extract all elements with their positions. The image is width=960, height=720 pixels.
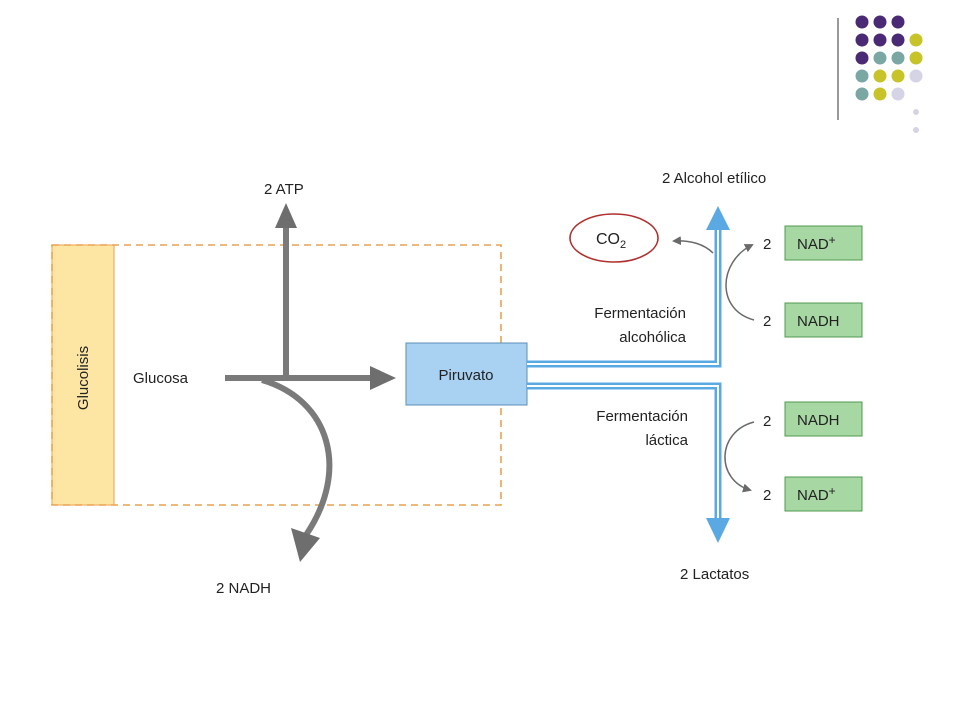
lactatos-arrowhead: [706, 518, 730, 543]
glucose-to-piruvato-arrowhead: [370, 366, 396, 390]
decorative-dot: [873, 87, 887, 101]
alcoholic-fermentation-label-line1: Fermentación: [594, 305, 686, 322]
decorative-dot: [855, 33, 869, 47]
lactic-nadh-label: NADH: [797, 412, 840, 429]
alcoholic-nadh-box: [784, 302, 863, 338]
decorative-dot: [855, 69, 869, 83]
piruvato-label: Piruvato: [438, 367, 493, 384]
alcoholic-branch-path: [527, 206, 730, 368]
lactic-nadh-to-nad-arrow: [724, 421, 755, 493]
decorative-dot: [855, 51, 869, 65]
lactic-nadh-coefficient: 2: [763, 413, 771, 430]
alcoholic-nad-coefficient: 2: [763, 236, 771, 253]
co2-release-arrow: [672, 236, 714, 254]
decorative-dot: [891, 15, 905, 29]
decorative-dot: [891, 51, 905, 65]
piruvato-box: [405, 342, 528, 406]
decorative-dot: [855, 87, 869, 101]
alcohol-arrowhead: [706, 206, 730, 230]
decorative-dot: [913, 109, 919, 115]
lactic-nadh-box: [784, 401, 863, 437]
glycolysis-label: Glucolisis: [75, 346, 92, 410]
decorative-dot: [891, 87, 905, 101]
alcoholic-nadh-coefficient: 2: [763, 313, 771, 330]
alcoholic-nad-label: NAD+: [797, 233, 836, 253]
co2-oval: [569, 213, 659, 263]
lactic-nad-box: [784, 476, 863, 512]
lactic-nad-label: NAD+: [797, 484, 836, 504]
alcoholic-fermentation-label-line2: alcohólica: [619, 329, 686, 346]
decorative-dot: [909, 69, 923, 83]
glucose-label: Glucosa: [133, 370, 189, 387]
co2-label: CO2: [596, 231, 626, 251]
decorative-dot: [873, 69, 887, 83]
alcoholic-nad-box: [784, 225, 863, 261]
lactatos-label: 2 Lactatos: [680, 566, 749, 583]
decorative-dot: [873, 15, 887, 29]
glycolysis-band: [51, 244, 115, 506]
decorative-dot: [873, 51, 887, 65]
decorative-dot: [855, 15, 869, 29]
decorative-dot: [909, 51, 923, 65]
decorative-dot: [873, 33, 887, 47]
alcohol-label: 2 Alcohol etílico: [662, 170, 766, 187]
lactic-fermentation-label-line1: Fermentación: [596, 408, 688, 425]
decorative-dot: [913, 127, 919, 133]
decorative-dot: [909, 33, 923, 47]
nadh-curved-arrow: [261, 377, 333, 537]
atp-label: 2 ATP: [264, 181, 304, 198]
nadh-curved-arrowhead: [291, 528, 320, 562]
lactic-branch-path: [527, 382, 730, 543]
decorative-dots: [855, 15, 923, 133]
decorative-dot: [891, 33, 905, 47]
lactic-nad-coefficient: 2: [763, 487, 771, 504]
atp-arrow-shaft: [283, 226, 289, 378]
nadh-out-label: 2 NADH: [216, 580, 271, 597]
atp-arrowhead: [275, 203, 297, 228]
alcoholic-nadh-to-nad-arrow: [725, 244, 755, 321]
lactic-fermentation-label-line2: láctica: [645, 432, 688, 449]
glucose-to-piruvato-arrow-shaft: [225, 375, 373, 381]
alcoholic-nadh-label: NADH: [797, 313, 840, 330]
decorative-dot: [891, 69, 905, 83]
